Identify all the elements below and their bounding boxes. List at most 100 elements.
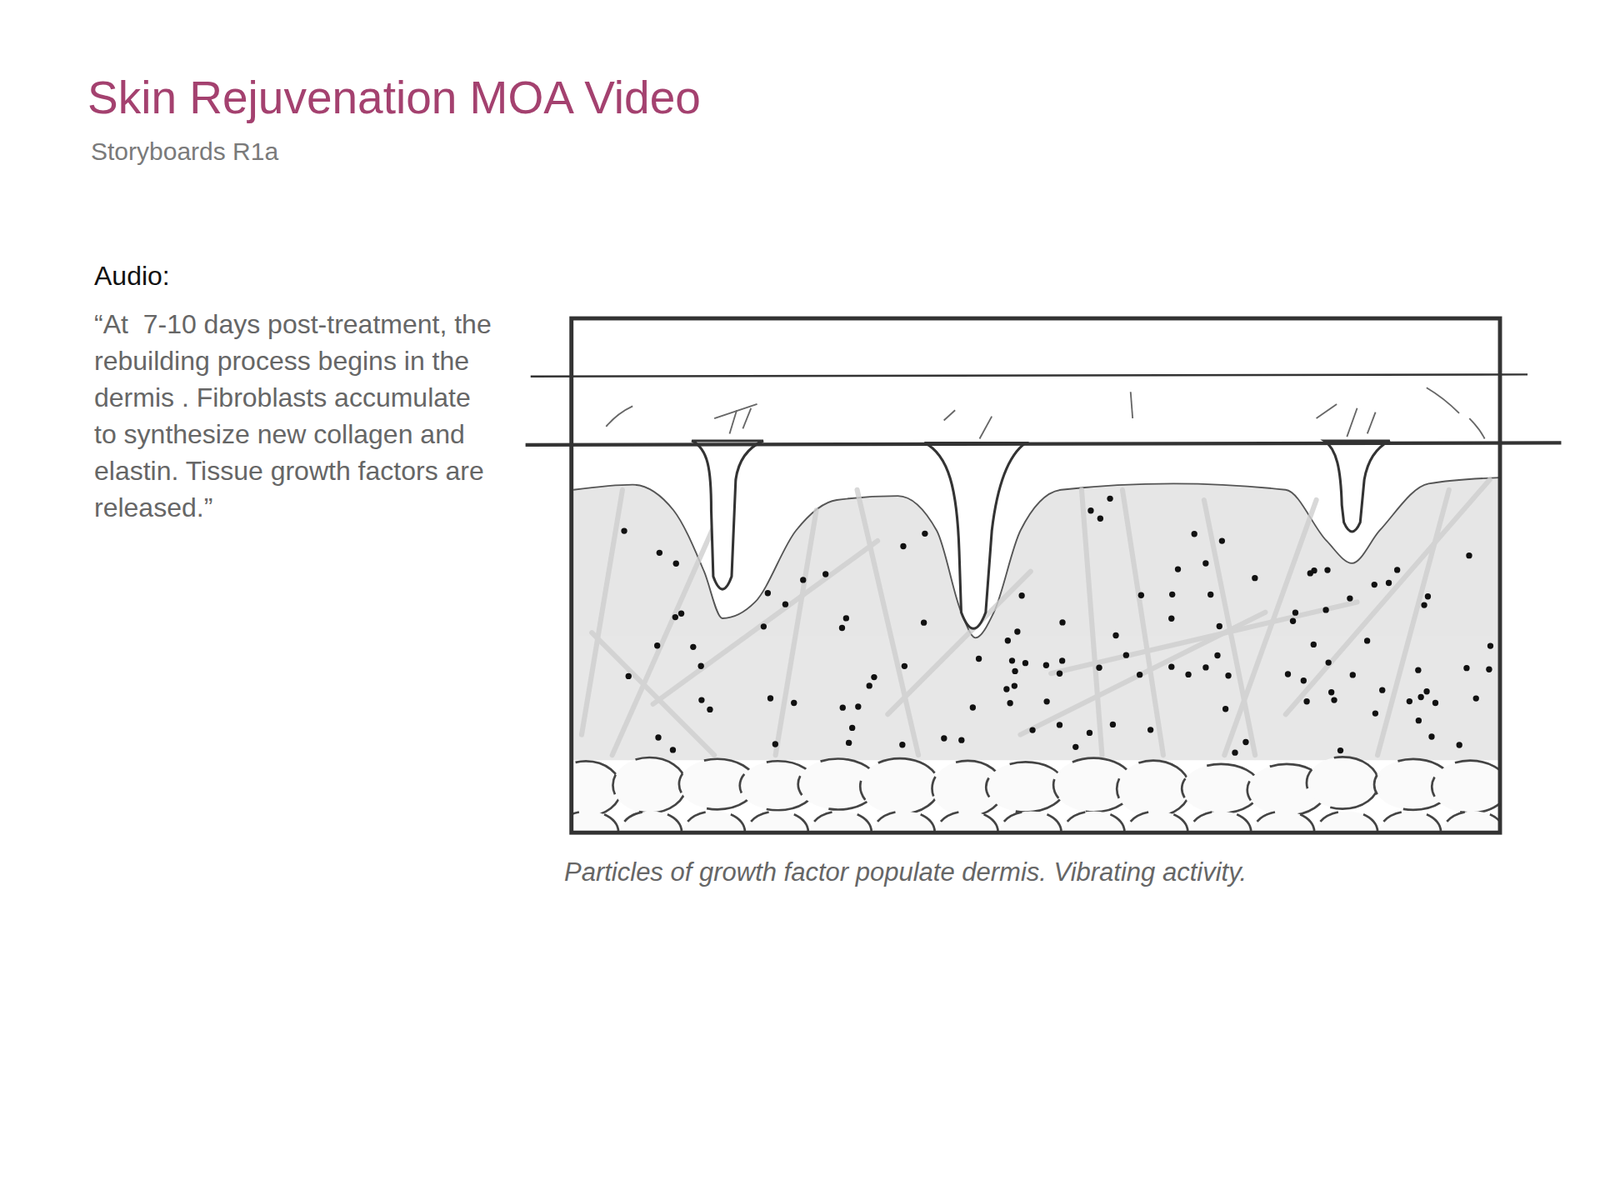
particle-dot: [1350, 671, 1356, 678]
particle-dot: [765, 590, 771, 596]
fat-cell: [1063, 810, 1125, 833]
particle-dot: [1428, 733, 1435, 740]
fat-cell: [1442, 810, 1500, 833]
particle-dot: [855, 703, 861, 710]
fat-cell: [1126, 810, 1188, 833]
particle-dot: [901, 663, 908, 670]
particle-dot: [1216, 623, 1223, 630]
particle-dot: [1087, 507, 1094, 514]
particle-dot: [1425, 593, 1431, 600]
particle-dot: [1112, 632, 1119, 639]
particle-dot: [1242, 739, 1249, 745]
particle-dot: [1251, 575, 1258, 581]
particle-dot: [1346, 595, 1353, 601]
particle-dot: [1231, 750, 1238, 756]
particle-dot: [1415, 666, 1421, 673]
particle-dot: [1095, 665, 1102, 671]
particle-dot: [975, 655, 982, 662]
pore-sketch-strokes: [605, 387, 1485, 439]
particle-dot: [1009, 657, 1015, 664]
particle-dot: [782, 601, 789, 608]
particle-dot: [678, 610, 685, 617]
particle-dot: [866, 682, 873, 689]
fat-cells: [571, 756, 1500, 833]
particle-dot: [1191, 530, 1198, 537]
particle-dot: [706, 706, 713, 713]
particle-dot: [1325, 659, 1331, 665]
fat-cell: [746, 810, 808, 833]
fat-cell: [1116, 760, 1190, 818]
particle-dot: [1225, 672, 1231, 679]
particle-dot: [1097, 515, 1104, 522]
particle-dot: [1371, 581, 1378, 588]
fat-cell: [683, 810, 745, 833]
particle-dot: [1214, 652, 1220, 659]
particle-dot: [1423, 688, 1430, 695]
particle-dot: [655, 734, 661, 740]
particle-dot: [1043, 698, 1050, 705]
particle-dot: [625, 673, 632, 680]
particle-dot: [1385, 580, 1392, 586]
particle-dot: [1463, 665, 1470, 671]
particle-dot: [1324, 566, 1330, 573]
particle-dot: [849, 725, 855, 731]
particle-dot: [1136, 671, 1143, 678]
particle-dot: [1322, 606, 1329, 613]
particle-dot: [1337, 747, 1344, 754]
particle-dot: [900, 543, 906, 550]
particle-dot: [1415, 717, 1422, 724]
particle-dot: [1147, 726, 1154, 733]
page-title: Skin Rejuvenation MOA Video: [87, 71, 701, 125]
fat-cell: [1306, 756, 1379, 809]
particle-dot: [921, 530, 928, 537]
particle-dot: [1011, 668, 1018, 675]
particle-dot: [822, 570, 829, 577]
particle-dot: [1168, 615, 1175, 622]
particle-dot: [1330, 696, 1337, 703]
particle-dot: [1029, 726, 1035, 733]
particle-dot: [1222, 705, 1229, 712]
particle-dot: [1420, 601, 1427, 608]
particle-dot: [1379, 686, 1385, 693]
particle-dot: [1473, 695, 1480, 701]
particle-dot: [1056, 721, 1063, 728]
particle-dot: [697, 663, 704, 670]
fat-cell: [810, 810, 871, 833]
particle-dot: [760, 623, 767, 630]
particle-dot: [672, 614, 679, 620]
particle-dot: [1372, 710, 1379, 716]
particle-dot: [1059, 657, 1065, 664]
particle-dot: [767, 695, 774, 701]
particle-dot: [1207, 591, 1214, 598]
skin-surface-lines: [525, 374, 1562, 445]
fat-cell: [1253, 810, 1315, 833]
particle-dot: [1290, 618, 1296, 625]
particle-dot: [1292, 609, 1299, 615]
frame-caption: Particles of growth factor populate derm…: [564, 855, 1247, 890]
audio-heading: Audio:: [94, 260, 170, 292]
fat-cell: [1000, 810, 1061, 833]
particle-dot: [870, 674, 877, 680]
particle-dot: [970, 704, 976, 710]
particle-dot: [840, 704, 846, 710]
particle-dot: [1417, 694, 1424, 700]
particle-dot: [656, 550, 663, 556]
fat-cell: [1190, 810, 1251, 833]
particle-dot: [1175, 565, 1181, 572]
subtitle: Storyboards R1a: [90, 136, 279, 167]
fat-cell: [936, 810, 998, 833]
particle-dot: [1169, 591, 1175, 598]
particle-dot: [1456, 741, 1463, 748]
particle-dot: [1300, 677, 1307, 684]
particle-dot: [670, 746, 676, 753]
particle-dot: [1487, 642, 1494, 649]
particle-dot: [1432, 700, 1439, 706]
particle-dot: [1202, 560, 1209, 566]
particle-dot: [654, 642, 660, 649]
fat-cell: [873, 810, 935, 833]
particle-dot: [1202, 664, 1209, 670]
particle-dot: [940, 735, 947, 741]
particle-dot: [1011, 682, 1018, 689]
particle-dot: [899, 741, 905, 748]
